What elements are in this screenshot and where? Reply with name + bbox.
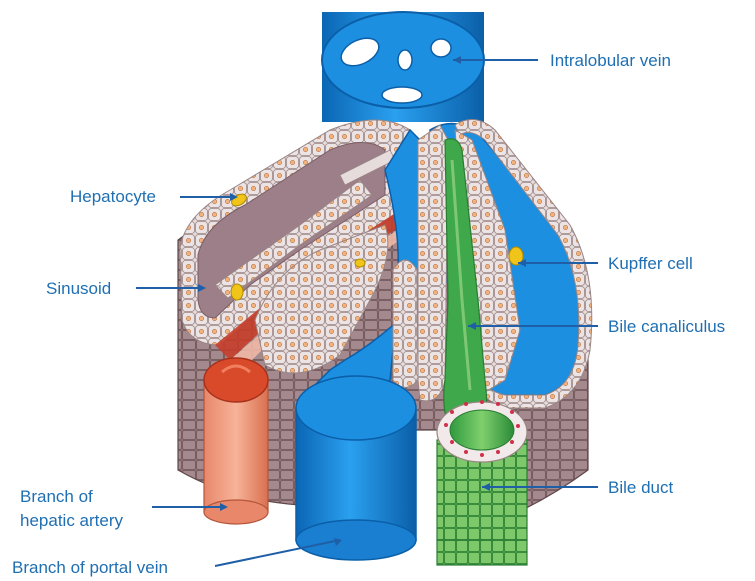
label-hepatic-artery-line1: Branch of <box>20 486 93 507</box>
label-bile-duct: Bile duct <box>608 477 673 498</box>
hepatocyte-finger <box>393 260 418 388</box>
kupffer-cell <box>231 284 243 300</box>
label-kupffer-cell: Kupffer cell <box>608 253 693 274</box>
label-sinusoid: Sinusoid <box>46 278 111 299</box>
portal-vein-top <box>296 376 416 440</box>
label-hepatic-artery-line2: hepatic artery <box>20 510 123 531</box>
label-hepatocyte: Hepatocyte <box>70 186 156 207</box>
label-portal-vein: Branch of portal vein <box>12 557 168 578</box>
label-bile-canaliculus: Bile canaliculus <box>608 316 725 337</box>
label-intralobular-vein: Intralobular vein <box>550 50 671 71</box>
